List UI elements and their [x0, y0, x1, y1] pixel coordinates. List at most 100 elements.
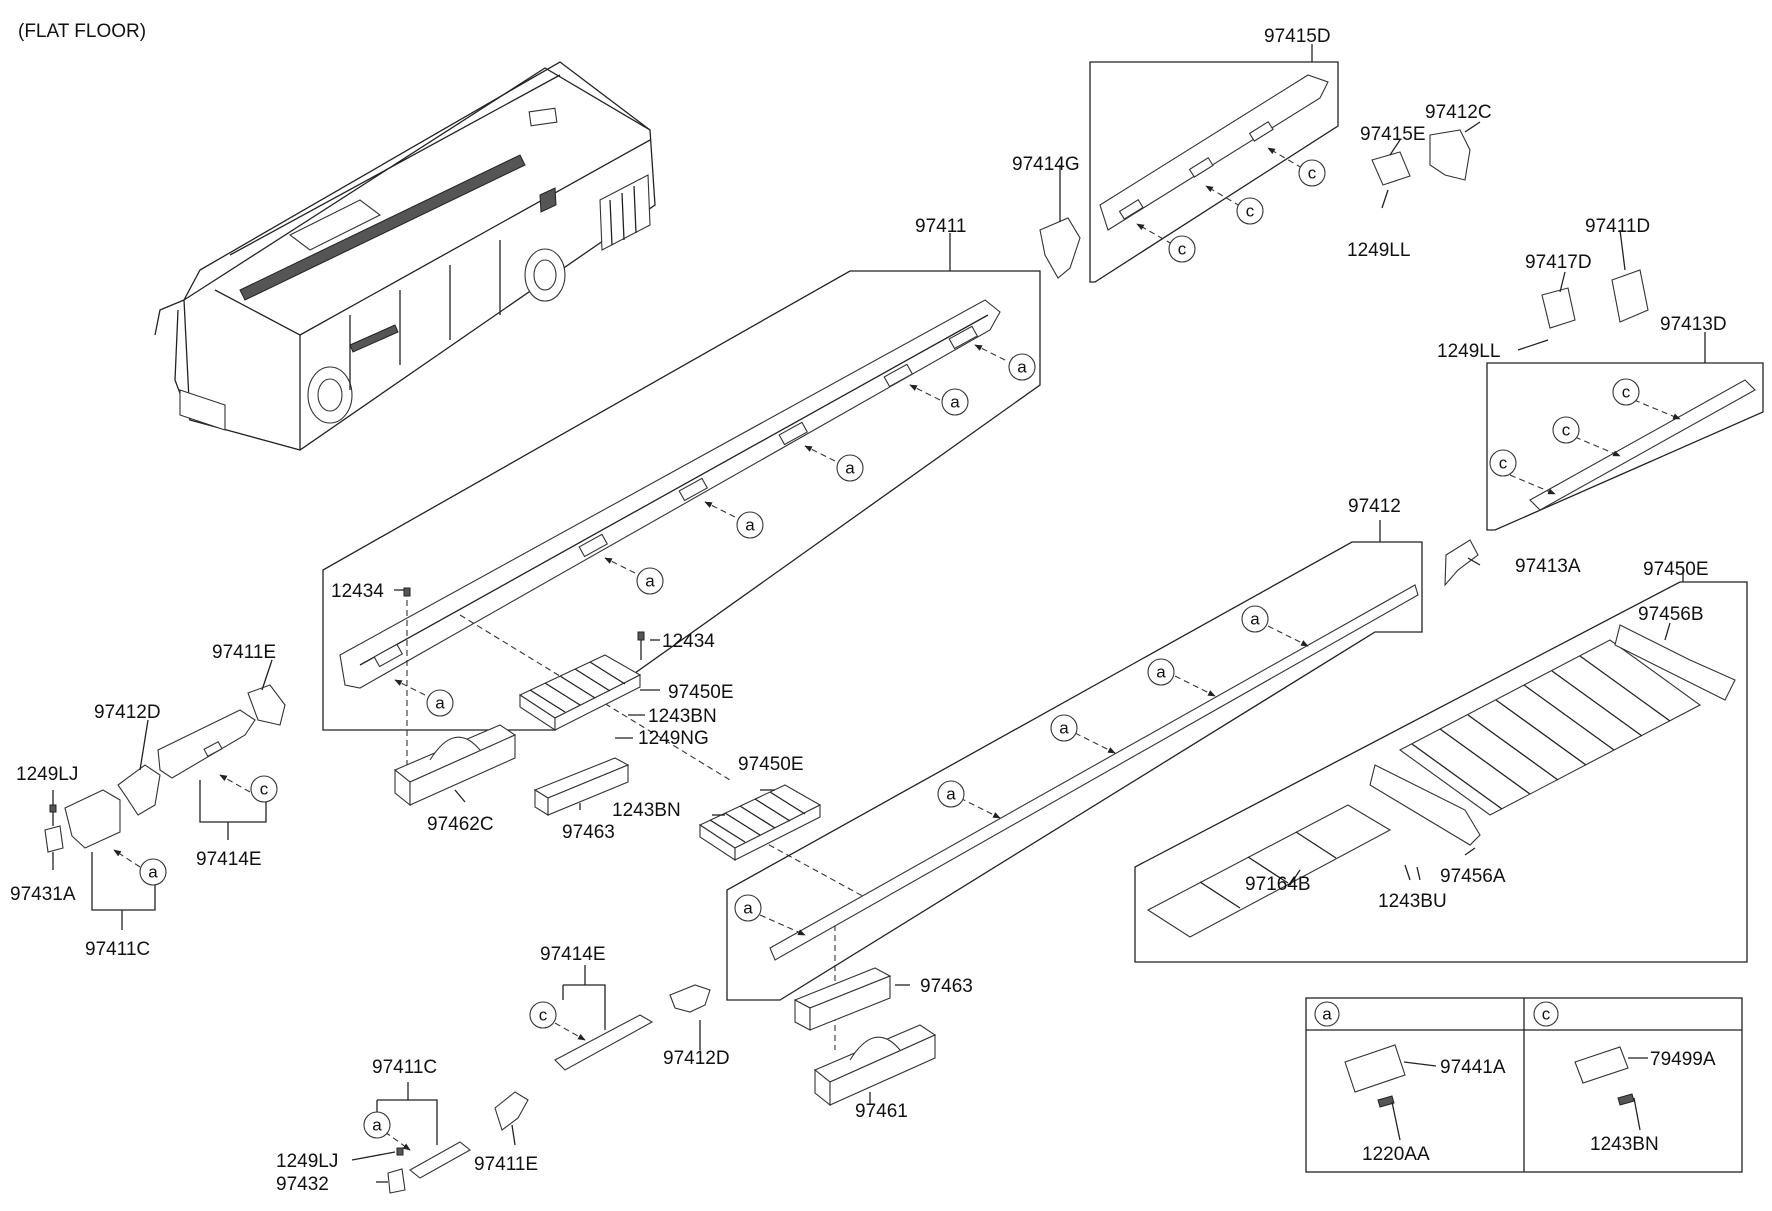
- marker-a-97411-3: a: [736, 511, 764, 539]
- svg-text:a: a: [1059, 719, 1069, 738]
- grille-97456B: [1614, 624, 1736, 701]
- duct-97462C: [393, 724, 517, 807]
- legend-c-part1: 79499A: [1650, 1049, 1716, 1070]
- grille-97450E-upper: [518, 654, 642, 732]
- marker-c-97415D-3: c: [1298, 159, 1326, 187]
- marker-c-97415D-2: c: [1236, 197, 1264, 225]
- bracket-97414G: [1039, 217, 1081, 279]
- legend-marker-c: c: [1533, 1001, 1559, 1027]
- legend-a-part2: 1220AA: [1362, 1144, 1430, 1165]
- label-97456A: 97456A: [1440, 866, 1506, 887]
- diagram-caption: (FLAT FLOOR): [18, 21, 146, 42]
- svg-text:a: a: [148, 863, 158, 882]
- label-97417D: 97417D: [1525, 252, 1592, 273]
- bracket-97411E-upper: [247, 684, 286, 726]
- screw-1249LJ-a: [49, 804, 57, 813]
- label-1243BN-a: 1243BN: [648, 706, 717, 727]
- svg-text:a: a: [743, 899, 753, 918]
- floor-97450E-group: [1134, 581, 1748, 963]
- label-97431A: 97431A: [10, 884, 76, 905]
- svg-text:a: a: [1017, 358, 1027, 377]
- label-97450E-b: 97450E: [668, 682, 734, 703]
- svg-text:a: a: [372, 1116, 382, 1135]
- marker-a-97411C-upper: a: [139, 858, 167, 886]
- marker-c-97414E-upper: c: [250, 775, 278, 803]
- label-97411C-a: 97411C: [85, 939, 150, 960]
- marker-c-97415D-1: c: [1168, 235, 1196, 263]
- svg-text:a: a: [845, 459, 855, 478]
- label-97412D-a: 97412D: [94, 702, 161, 723]
- legend-a-part1: 97441A: [1440, 1057, 1506, 1078]
- panel-97413D-group: [1486, 362, 1764, 531]
- label-97415E: 97415E: [1360, 124, 1426, 145]
- label-97413A: 97413A: [1515, 556, 1581, 577]
- marker-c-97413D-3: c: [1612, 378, 1640, 406]
- bracket-97412C: [1429, 129, 1471, 181]
- marker-a-97411C-lower: a: [363, 1111, 391, 1139]
- marker-a-97412-4: a: [1147, 658, 1175, 686]
- label-1249NG: 1249NG: [638, 728, 709, 749]
- label-97463-b: 97463: [920, 976, 973, 997]
- svg-text:a: a: [946, 785, 956, 804]
- label-97411E-b: 97411E: [474, 1154, 538, 1175]
- label-1249LJ-a: 1249LJ: [16, 764, 78, 785]
- clip-97432: [387, 1168, 406, 1194]
- label-97450E-a: 97450E: [1643, 559, 1709, 580]
- label-97462C: 97462C: [427, 814, 494, 835]
- screw-1249LJ-b: [396, 1147, 404, 1156]
- bracket-97411D: [1611, 269, 1649, 323]
- svg-text:a: a: [950, 393, 960, 412]
- marker-a-97411-4: a: [836, 454, 864, 482]
- svg-text:c: c: [1562, 421, 1571, 440]
- label-97412D-b: 97412D: [663, 1048, 730, 1069]
- svg-text:c: c: [260, 780, 269, 799]
- label-97415D: 97415D: [1264, 26, 1331, 47]
- marker-a-97411-6: a: [1008, 353, 1036, 381]
- label-1249LJ-b: 1249LJ: [276, 1151, 338, 1172]
- marker-a-97411-1: a: [426, 689, 454, 717]
- bracket-97411C-upper: [64, 789, 156, 930]
- label-97414E-a: 97414E: [196, 849, 262, 870]
- screw-1220AA: [1377, 1095, 1395, 1108]
- marker-a-97412-1: a: [734, 894, 762, 922]
- label-1249LL-a: 1249LL: [1347, 240, 1410, 261]
- svg-text:c: c: [1246, 202, 1255, 221]
- label-97412C: 97412C: [1425, 102, 1492, 123]
- trim-97414E-lower: [554, 965, 654, 1071]
- grille-97456A: [1369, 764, 1481, 846]
- legend-marker-a: a: [1314, 1001, 1340, 1027]
- svg-text:c: c: [1308, 164, 1317, 183]
- marker-c-97414E-lower: c: [529, 1001, 557, 1029]
- svg-text:a: a: [645, 572, 655, 591]
- marker-c-97413D-2: c: [1552, 416, 1580, 444]
- label-97411E-a: 97411E: [212, 642, 276, 663]
- label-97463-a: 97463: [562, 822, 615, 843]
- bus-illustration: [154, 61, 656, 451]
- bracket-97412D-upper: [117, 764, 161, 816]
- marker-a-97412-5: a: [1241, 605, 1269, 633]
- grille-97450E-lower: [698, 784, 822, 862]
- duct-97463-upper: [533, 757, 630, 816]
- label-97411C-b: 97411C: [372, 1057, 437, 1078]
- louver-79499A: [1574, 1046, 1629, 1084]
- panel-97412-group: [726, 541, 1423, 1001]
- louver-97441A: [1344, 1044, 1406, 1093]
- svg-text:a: a: [435, 694, 445, 713]
- clip-97431A: [44, 825, 64, 853]
- label-97456B: 97456B: [1638, 604, 1704, 625]
- marker-a-97411-5: a: [941, 388, 969, 416]
- label-97413D: 97413D: [1660, 314, 1727, 335]
- label-12434-b: 12434: [662, 631, 715, 652]
- svg-text:c: c: [1499, 454, 1508, 473]
- bracket-97411E-lower: [494, 1091, 529, 1131]
- svg-text:c: c: [1622, 383, 1631, 402]
- svg-text:a: a: [1250, 610, 1260, 629]
- svg-text:a: a: [1156, 663, 1166, 682]
- label-97412: 97412: [1348, 496, 1401, 517]
- marker-a-97411-2: a: [636, 567, 664, 595]
- panel-97411-group: [322, 270, 1041, 731]
- label-97411D: 97411D: [1585, 216, 1650, 237]
- marker-c-97413D-1: c: [1489, 449, 1517, 477]
- label-1243BU: 1243BU: [1378, 891, 1447, 912]
- duct-97461: [813, 1024, 937, 1107]
